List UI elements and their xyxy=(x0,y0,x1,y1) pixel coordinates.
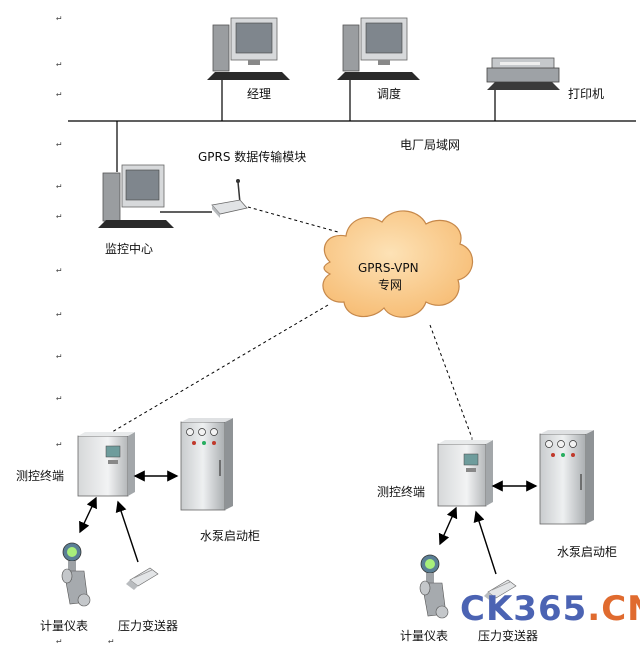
dispatch-computer-icon xyxy=(337,17,420,80)
left-pressure-to-terminal-arrow xyxy=(115,500,139,563)
label-manager: 经理 xyxy=(247,87,272,101)
paragraph-mark: ↵ xyxy=(56,393,62,403)
paragraph-mark: ↵ xyxy=(108,636,114,646)
label-pump-cabinet-right: 水泵启动柜 xyxy=(557,545,618,559)
paragraph-mark: ↵ xyxy=(56,351,62,361)
label-terminal-right: 测控终端 xyxy=(377,485,426,499)
label-printer: 打印机 xyxy=(568,87,605,101)
paragraph-mark: ↵ xyxy=(56,211,62,221)
ck365-watermark: CK365.CN xyxy=(460,592,640,626)
cloud-to-left-terminal-link xyxy=(111,304,329,433)
watermark-part2: .CN xyxy=(587,589,640,629)
right-pressure-to-terminal-arrow xyxy=(473,510,497,575)
paragraph-mark: ↵ xyxy=(56,265,62,275)
paragraph-mark: ↵ xyxy=(56,139,62,149)
paragraph-mark: ↵ xyxy=(56,59,62,69)
left-flow-meter xyxy=(61,542,91,607)
label-lan: 电厂局域网 xyxy=(400,138,461,152)
monitor-center-computer-icon xyxy=(98,164,174,228)
right-flow-meter xyxy=(419,554,449,619)
label-pressure-left: 压力变送器 xyxy=(118,619,179,633)
label-terminal-left: 测控终端 xyxy=(16,469,65,483)
left-terminal-box xyxy=(77,432,135,497)
printer-icon xyxy=(486,57,560,90)
paragraph-mark: ↵ xyxy=(56,309,62,319)
label-pump-cabinet-left: 水泵启动柜 xyxy=(200,529,261,543)
label-cloud-line2: 专网 xyxy=(378,278,403,292)
label-monitor-center: 监控中心 xyxy=(105,242,154,256)
watermark-part1: CK365 xyxy=(460,589,588,629)
gprs-vpn-cloud xyxy=(322,210,474,318)
right-terminal-meter-arrow xyxy=(438,506,458,546)
left-pressure-transmitter xyxy=(126,567,159,590)
right-pump-cabinet xyxy=(539,430,594,525)
label-dispatch: 调度 xyxy=(377,87,402,101)
label-meter-left: 计量仪表 xyxy=(40,619,89,633)
manager-computer-icon xyxy=(207,17,290,80)
cloud-to-right-terminal-link xyxy=(429,324,473,439)
right-terminal-box xyxy=(437,438,493,507)
paragraph-mark: ↵ xyxy=(56,439,62,449)
right-pressure-transmitter xyxy=(484,579,517,602)
paragraph-mark: ↵ xyxy=(56,89,62,99)
label-meter-right: 计量仪表 xyxy=(400,629,449,643)
paragraph-mark: ↵ xyxy=(56,13,62,23)
label-cloud-line1: GPRS-VPN xyxy=(358,261,419,275)
left-terminal-meter-arrow xyxy=(79,496,97,534)
paragraph-mark: ↵ xyxy=(56,181,62,191)
module-to-cloud-link xyxy=(247,206,339,233)
label-gprs-module: GPRS 数据传输模块 xyxy=(198,150,307,164)
left-pump-cabinet xyxy=(180,418,233,511)
paragraph-mark: ↵ xyxy=(56,636,62,646)
label-pressure-right: 压力变送器 xyxy=(478,629,539,643)
gprs-module-icon xyxy=(211,179,248,218)
